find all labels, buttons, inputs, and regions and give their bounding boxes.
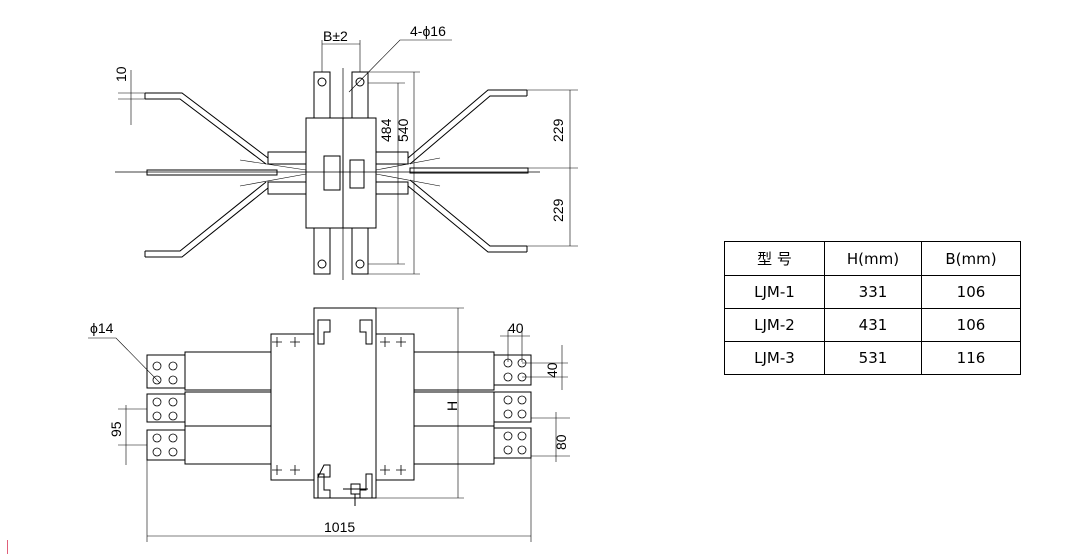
spec-table: 型 号 H(mm) B(mm) LJM-1 331 106 LJM-2 431 … [724,241,1021,375]
dim-40-top: 40 [508,320,524,336]
dim-10: 10 [113,66,129,82]
label-holes: 4-ϕ16 [410,23,446,39]
cell-h: 331 [824,275,922,309]
label-h: H [444,401,460,411]
table-header-row: 型 号 H(mm) B(mm) [724,241,1021,276]
cell-b: 106 [921,308,1021,342]
cell-model: LJM-2 [724,308,825,342]
cell-b: 116 [921,341,1021,375]
dim-80: 80 [553,434,569,450]
dim-229-upper: 229 [550,118,566,142]
header-model: 型 号 [724,241,825,276]
label-phi14: ϕ14 [90,320,114,336]
dim-484: 484 [378,118,394,142]
dim-540: 540 [395,118,411,142]
cell-h: 431 [824,308,922,342]
label-b-tolerance: B±2 [323,28,348,44]
front-view [88,307,570,542]
cell-h: 531 [824,341,922,375]
table-row: LJM-3 531 116 [724,341,1021,375]
table-row: LJM-1 331 106 [724,275,1021,309]
cell-model: LJM-3 [724,341,825,375]
header-b: B(mm) [921,241,1021,276]
header-h: H(mm) [824,241,922,276]
cell-b: 106 [921,275,1021,309]
dim-95: 95 [108,421,124,437]
cell-model: LJM-1 [724,275,825,309]
dim-229-lower: 229 [550,198,566,222]
dim-1015: 1015 [324,519,355,535]
top-view [115,39,578,280]
dim-40-side: 40 [544,362,560,378]
edge-mark [7,540,8,554]
table-row: LJM-2 431 106 [724,308,1021,342]
